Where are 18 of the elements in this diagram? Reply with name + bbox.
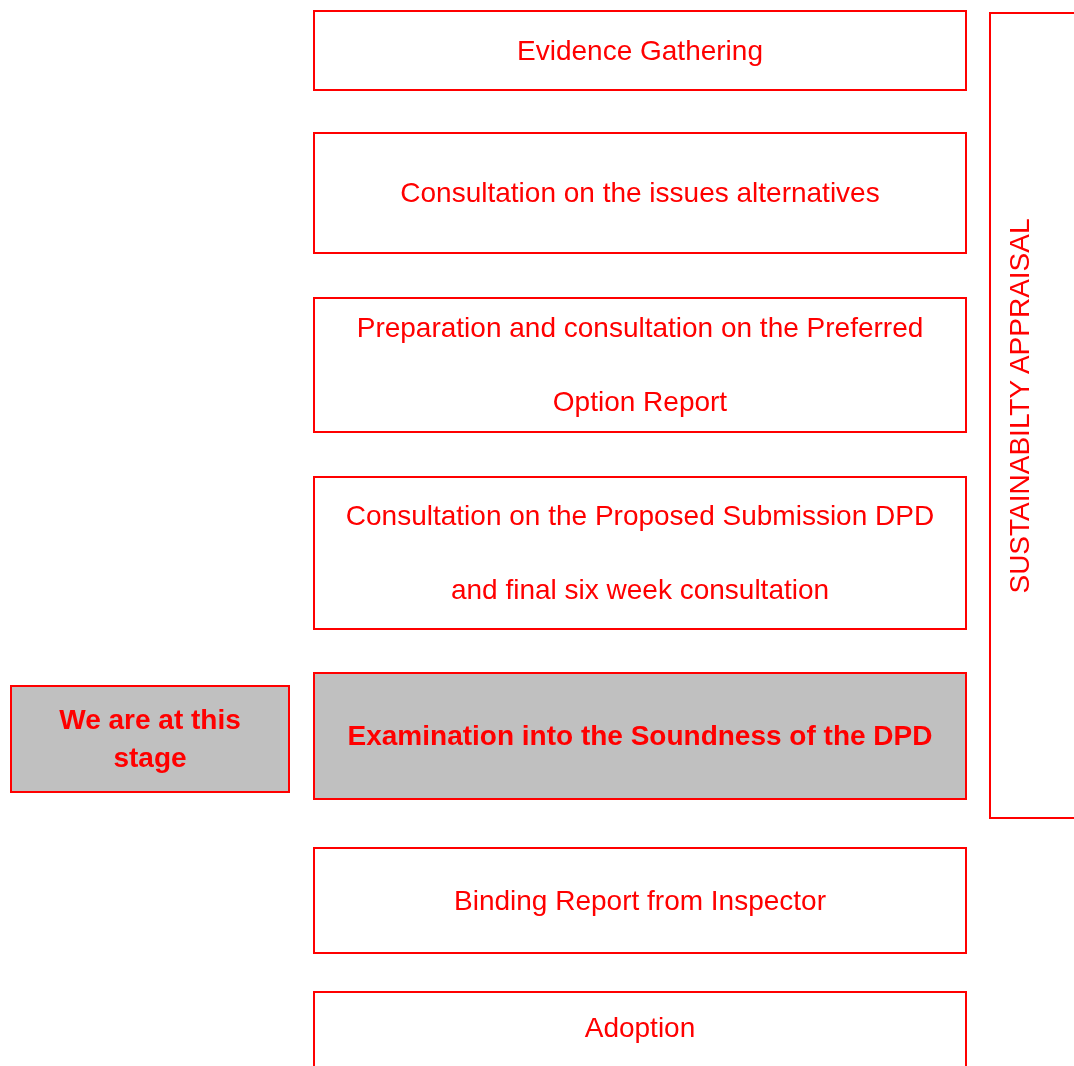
stage-box — [313, 991, 967, 1066]
stage-box — [313, 847, 967, 954]
stage-label: Adoption — [584, 1011, 696, 1045]
stage-label: Consultation on the issues alternatives — [400, 176, 880, 210]
stage-box — [313, 10, 967, 91]
stage-label: Examination into the Soundness of the DPD — [346, 719, 934, 753]
stage-label: Preparation and consultation on the Preferred Option Report — [355, 311, 925, 419]
stage-box — [313, 297, 967, 433]
stage-label: We are at this stage — [58, 703, 242, 775]
stage-label: Evidence Gathering — [517, 33, 763, 68]
stage-box — [313, 132, 967, 254]
highlighted-stage-box — [10, 685, 290, 793]
highlighted-stage-box — [313, 672, 967, 800]
vertical-label: SUSTAINABILTY APPRAISAL — [1003, 218, 1036, 593]
stage-label: Consultation on the Proposed Submission DPD and final six week consultation — [344, 499, 936, 607]
side-bracket-box — [989, 12, 1074, 819]
stage-label: Binding Report from Inspector — [454, 883, 826, 918]
stage-box — [313, 476, 967, 630]
